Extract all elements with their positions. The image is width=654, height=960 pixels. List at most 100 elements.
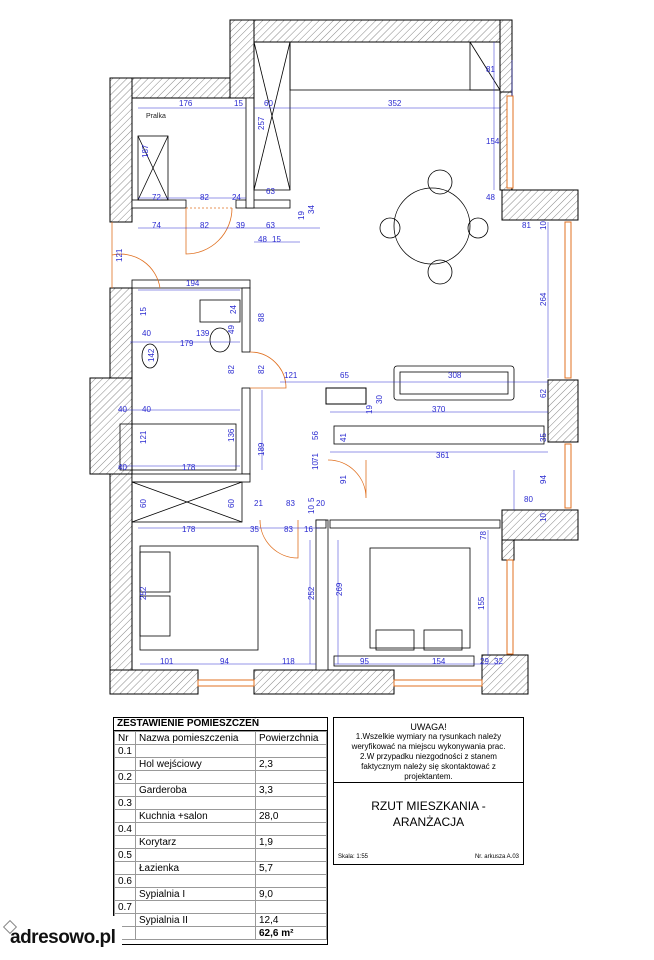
dim-label: 178 (182, 525, 196, 534)
note-line: 1.Wszelkie wymiary na rysunkach należy (355, 732, 502, 741)
row-nr (114, 783, 136, 797)
dim-label: 139 (196, 329, 210, 338)
dim-label: 101 (160, 657, 174, 666)
room-table-header: Nr Nazwa pomieszczenia Powierzchnia (114, 731, 327, 745)
row-area: 3,3 (255, 783, 327, 797)
note-line: projektantem. (404, 772, 453, 781)
row-name: Łazienka (135, 861, 256, 875)
table-row: 0.5 (114, 848, 327, 862)
title-block: UWAGA! 1.Wszelkie wymiary na rysunkach n… (333, 717, 524, 865)
dim-label: 154 (486, 137, 500, 146)
dim-label: 88 (257, 313, 266, 322)
note-line: weryfikować na miejscu wykonywania prac. (351, 742, 506, 751)
row-area (255, 848, 327, 862)
dim-label: 74 (152, 221, 161, 230)
row-area: 28,0 (255, 809, 327, 823)
dim-label: 95 (360, 657, 369, 666)
dim-label: 82 (227, 365, 236, 374)
row-name: Korytarz (135, 835, 256, 849)
adresowo-logo: adresowo.pl (0, 916, 122, 960)
dim-label: 72 (152, 193, 161, 202)
dim-label: 361 (436, 451, 450, 460)
dim-label: 15 (139, 307, 148, 316)
note-line: 2.W przypadku niezgodności z stanem (360, 752, 497, 761)
dim-label: 154 (432, 657, 446, 666)
dim-label: 194 (186, 279, 200, 288)
row-name (135, 822, 256, 836)
row-name (135, 796, 256, 810)
total-row: 62,6 m² (114, 926, 327, 940)
dim-label: 49 (227, 325, 236, 334)
dim-label: 34 (307, 205, 316, 214)
dim-label: 81 (522, 221, 531, 230)
dim-label: 257 (257, 116, 266, 130)
dimension-labels: 176 15 60 352 81 154 48 257 Pralka 187 7… (115, 65, 548, 666)
dim-label: 40 (118, 463, 127, 472)
drawing-title-line2: ARANŻACJA (392, 815, 465, 829)
dim-label: 121 (284, 371, 298, 380)
dim-label: 10 (539, 513, 548, 522)
dim-label: 189 (257, 442, 266, 456)
dim-label: 10 (311, 461, 320, 470)
row-name (135, 900, 256, 914)
logo-text: adresowo.pl (10, 927, 116, 948)
dim-label: 21 (254, 499, 263, 508)
row-area (255, 796, 327, 810)
row-area: 12,4 (255, 913, 327, 927)
dim-label: 370 (432, 405, 446, 414)
sheet-number: Nr. arkusza A.03 (474, 854, 519, 860)
row-name: Sypialnia I (135, 887, 256, 901)
divider (334, 782, 523, 783)
dim-label: 80 (524, 495, 533, 504)
dim-label: 264 (539, 292, 548, 306)
row-nr (114, 809, 136, 823)
dim-label: 40 (118, 405, 127, 414)
row-name (135, 848, 256, 862)
dim-label: 16 (304, 525, 313, 534)
row-nr (114, 835, 136, 849)
row-name (135, 744, 256, 758)
row-nr: 0.5 (114, 848, 136, 862)
dim-label: 82 (257, 365, 266, 374)
total-area: 62,6 m² (255, 926, 327, 940)
total-name (135, 926, 256, 940)
drawing-title: RZUT MIESZKANIA - ARANŻACJA (334, 798, 523, 830)
dim-label: 252 (139, 586, 148, 600)
row-area (255, 770, 327, 784)
dim-label: 179 (180, 339, 194, 348)
row-name: Sypialnia II (135, 913, 256, 927)
dim-label: 24 (229, 305, 238, 314)
row-name: Kuchnia +salon (135, 809, 256, 823)
row-nr (114, 861, 136, 875)
dim-label: 30 (375, 395, 384, 404)
dim-label: 15 (272, 235, 281, 244)
row-area: 9,0 (255, 887, 327, 901)
dim-label: 71 (311, 453, 320, 462)
dim-label: 62 (539, 389, 548, 398)
dim-label: 82 (200, 193, 209, 202)
dim-label: 94 (220, 657, 229, 666)
row-nr (114, 887, 136, 901)
dim-label: 118 (282, 657, 295, 666)
row-nr (114, 757, 136, 771)
dim-label: 60 (139, 499, 148, 508)
dim-label: 35 (250, 525, 259, 534)
room-schedule: ZESTAWIENIE POMIESZCZEŃ Nr Nazwa pomiesz… (113, 717, 328, 945)
dim-label: 40 (142, 329, 151, 338)
row-name (135, 770, 256, 784)
dim-label: 19 (297, 211, 306, 220)
row-area (255, 822, 327, 836)
table-row: 0.7 (114, 900, 327, 914)
col-nr: Nr (114, 731, 136, 745)
row-area (255, 744, 327, 758)
dim-label: 10 (539, 221, 548, 230)
dim-label: 56 (311, 431, 320, 440)
row-nr: 0.3 (114, 796, 136, 810)
dim-label: 48 (258, 235, 267, 244)
